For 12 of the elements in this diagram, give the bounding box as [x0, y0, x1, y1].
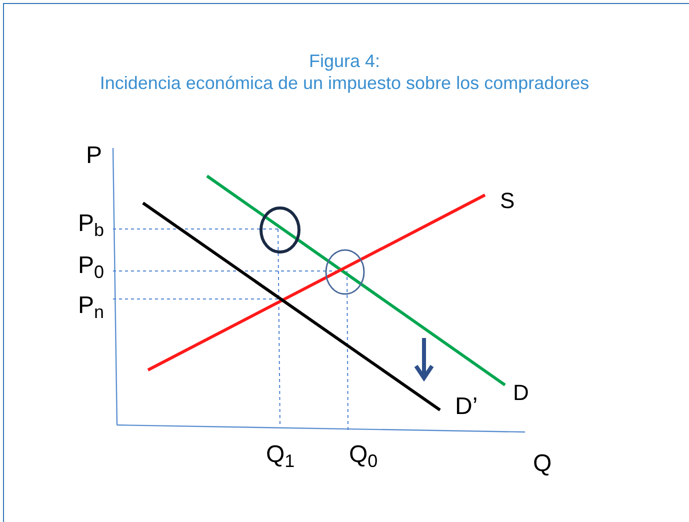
- curve-label: D: [513, 382, 529, 404]
- price-label: P$_{n}$: [78, 294, 104, 318]
- axis-label: Q: [533, 452, 552, 476]
- curve-label: D’: [455, 395, 478, 419]
- figure-title: Figura 4:: [308, 50, 382, 73]
- subtitle: Incidencia económica de un impuesto sobre los compradores: [98, 74, 590, 92]
- axis-label: P: [86, 144, 102, 168]
- quantity-label: Q$_{0}$: [349, 443, 378, 467]
- price-label: P$_{b}$: [78, 212, 104, 236]
- price-label: P$_{0}$: [78, 254, 104, 278]
- curve-label: S: [500, 190, 515, 212]
- quantity-label: Q$_{1}$: [266, 443, 295, 467]
